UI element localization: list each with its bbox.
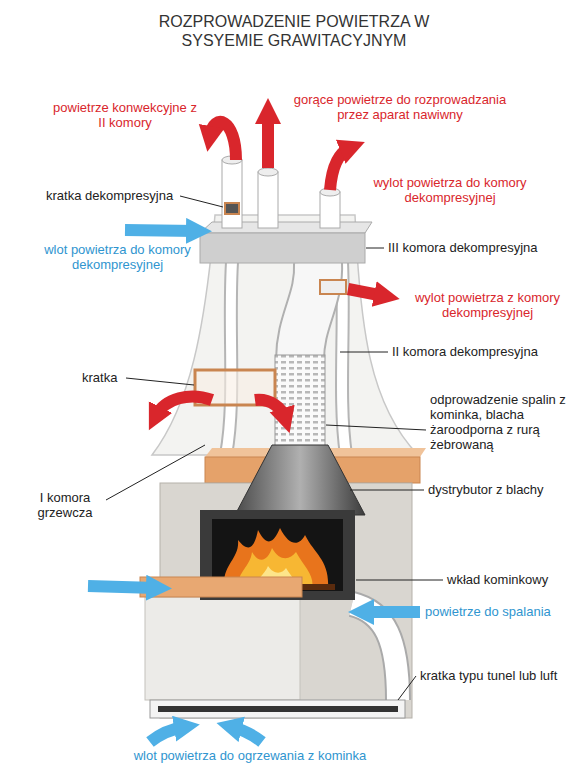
hot-air-arrows xyxy=(156,114,384,418)
illustration-path xyxy=(364,606,420,618)
illustration-path xyxy=(255,400,285,418)
label-text: kratka typu tunel lub luft xyxy=(420,668,557,683)
illustration-path xyxy=(348,289,384,296)
label-text: gorące powietrze do rozprowadzania przez… xyxy=(294,92,506,122)
label-text: wylot powietrza z komory dekompresyjnej xyxy=(415,290,560,320)
callout-label: II komora dekompresyjna xyxy=(392,344,582,359)
illustration-line xyxy=(180,196,223,207)
callout-label: gorące powietrze do rozprowadzania przez… xyxy=(285,92,515,122)
illustration-line xyxy=(106,445,205,500)
illustration-rect xyxy=(320,192,340,228)
illustration-line xyxy=(326,425,426,430)
illustration-line xyxy=(366,248,384,249)
illustration-path xyxy=(262,114,274,168)
illustration-polygon xyxy=(235,445,365,515)
illustration-path xyxy=(152,215,418,455)
label-text: wkład kominkowy xyxy=(447,572,548,587)
illustration-path xyxy=(226,262,232,455)
callout-label: kratka typu tunel lub luft xyxy=(420,668,585,683)
callout-label: powietrze konwekcyjne z II komory xyxy=(50,100,200,130)
callout-label: kratka xyxy=(82,370,142,385)
illustration-path xyxy=(300,262,318,360)
illustration-ellipse xyxy=(258,168,278,176)
callout-label: odprowadzenie spalin z kominka, blacha ż… xyxy=(430,392,578,452)
illustration-rect xyxy=(258,172,278,228)
illustration-path xyxy=(352,604,398,700)
label-text: I komora grzewcza xyxy=(38,490,93,520)
diagram-title: ROZPROWADZENIE POWIETRZA W SYSYEMIE GRAW… xyxy=(158,12,430,50)
illustration-path xyxy=(226,262,232,455)
illustration-rect xyxy=(275,355,325,447)
illustration-path xyxy=(300,262,318,360)
illustration-line xyxy=(350,490,424,491)
illustration-path xyxy=(88,586,156,588)
callout-label: wylot powietrza z komory dekompresyjnej xyxy=(410,290,565,320)
cold-air-arrows xyxy=(88,230,420,742)
label-text: wylot powietrza do komory dekompresyjnej xyxy=(373,175,526,205)
illustration-path xyxy=(330,148,350,190)
callout-label: wlot powietrza do ogrzewania z kominka xyxy=(40,748,460,763)
illustration-path xyxy=(125,230,196,231)
callout-label: III komora dekompresyjna xyxy=(388,240,578,255)
illustration-rect xyxy=(200,233,365,263)
label-text: powietrze do spalania xyxy=(425,604,551,619)
callout-label: dystrybutor z blachy xyxy=(428,482,578,497)
label-text: II komora dekompresyjna xyxy=(392,344,538,359)
illustration-path xyxy=(150,727,184,742)
label-text: powietrze konwekcyjne z II komory xyxy=(53,100,197,130)
illustration-line xyxy=(126,378,194,385)
illustration-rect xyxy=(320,280,346,294)
label-text: kratka dekompresyjna xyxy=(46,188,173,203)
illustration-path xyxy=(352,604,398,700)
illustration-line xyxy=(340,352,388,353)
illustration-line xyxy=(398,676,416,700)
title-text: ROZPROWADZENIE POWIETRZA W SYSYEMIE GRAW… xyxy=(159,13,430,49)
illustration-path xyxy=(210,122,236,160)
callout-label: I komora grzewcza xyxy=(25,490,105,520)
callout-label: wlot powietrza do komory dekompresyjnej xyxy=(30,242,205,272)
label-text: wlot powietrza do ogrzewania z kominka xyxy=(134,748,367,763)
label-text: odprowadzenie spalin z kominka, blacha ż… xyxy=(430,392,566,452)
callout-label: wylot powietrza do komory dekompresyjnej xyxy=(365,175,535,205)
illustration-rect xyxy=(222,160,242,228)
callout-label: powietrze do spalania xyxy=(425,604,580,619)
callout-label: wkład kominkowy xyxy=(447,572,582,587)
illustration-line xyxy=(356,580,443,581)
illustration-rect xyxy=(158,706,398,712)
label-text: dystrybutor z blachy xyxy=(428,482,544,497)
illustration-rect xyxy=(140,577,302,597)
illustration-rect xyxy=(225,203,239,214)
label-text: III komora dekompresyjna xyxy=(388,240,538,255)
illustration-rect xyxy=(145,597,300,700)
callout-label: kratka dekompresyjna xyxy=(46,188,206,203)
label-text: kratka xyxy=(82,370,117,385)
illustration-path xyxy=(232,727,262,742)
illustration-rect xyxy=(150,700,405,718)
illustration-path xyxy=(156,397,212,416)
label-text: wlot powietrza do komory dekompresyjnej xyxy=(44,242,191,272)
